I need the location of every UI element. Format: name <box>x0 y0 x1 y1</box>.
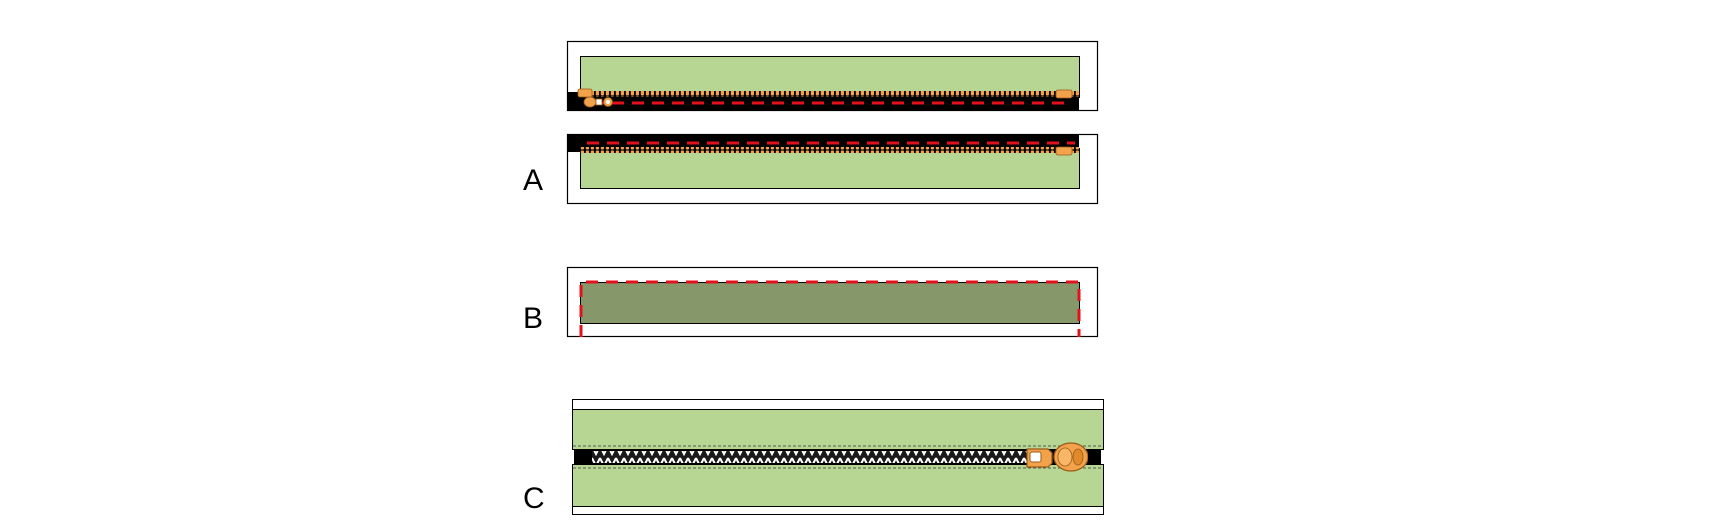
panel-c-bottom-band <box>572 506 1104 515</box>
panel-c-bottom-fabric <box>572 464 1104 507</box>
panel-label-b: B <box>523 302 543 335</box>
zipper-stop-icon <box>1055 146 1073 156</box>
panel-a-top-piece <box>566 40 1099 112</box>
panel-a-bottom-zipper-teeth <box>580 147 1079 153</box>
panel-c-zipper-teeth <box>592 451 1029 463</box>
panel-b-stitch-line <box>579 280 1081 337</box>
zipper-stop-icon <box>577 88 593 98</box>
panel-c-top-fabric <box>572 409 1104 450</box>
panel-a-bottom-fabric <box>580 148 1080 189</box>
panel-c: C <box>523 399 1104 515</box>
panel-b: B <box>523 266 1099 338</box>
panel-b-fabric <box>580 282 1080 324</box>
panel-a-top-zipper-teeth <box>580 91 1079 97</box>
panel-a-bottom-piece <box>566 133 1099 205</box>
zipper-stop-icon <box>1055 89 1073 99</box>
panel-label-a: A <box>523 164 543 197</box>
panel-c-top-band <box>572 399 1104 410</box>
zipper-pull-icon <box>1026 442 1100 472</box>
panel-a: A <box>523 40 1099 205</box>
zipper-pull-icon <box>583 96 613 108</box>
panel-label-c: C <box>523 482 545 515</box>
